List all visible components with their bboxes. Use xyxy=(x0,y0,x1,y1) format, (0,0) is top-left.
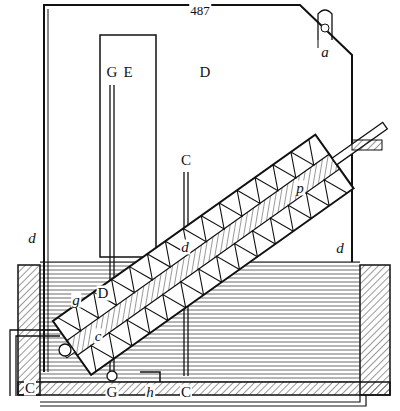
supply-pipe xyxy=(40,395,366,406)
chamber xyxy=(100,35,156,257)
pipe-label: C xyxy=(180,153,192,168)
gas-bell xyxy=(48,9,49,372)
outlet-pipe xyxy=(10,330,60,396)
gauge-label: a xyxy=(320,45,330,60)
pressure-gauge xyxy=(318,10,332,40)
tank-bottom xyxy=(18,382,390,395)
level-label: d xyxy=(27,231,37,246)
tank-wall xyxy=(360,265,390,395)
part-label: c xyxy=(94,329,103,344)
valve xyxy=(107,371,117,381)
pipe-label: C xyxy=(180,385,192,400)
part-label: E xyxy=(122,65,133,80)
pipe-label: C xyxy=(24,381,36,396)
part-label: D xyxy=(199,65,212,80)
pipe-label: G xyxy=(106,65,119,80)
level-label: d xyxy=(335,241,345,256)
pipe xyxy=(140,372,160,382)
pipe-label: G xyxy=(106,385,119,400)
part-label: p xyxy=(295,181,305,196)
screw-blade xyxy=(58,139,347,371)
screw-cylinder xyxy=(45,99,400,381)
part-label: D xyxy=(97,286,110,301)
level-label: d xyxy=(180,240,190,255)
figure-number: 487 xyxy=(189,4,211,17)
valve xyxy=(59,344,71,356)
pressure-gauge xyxy=(318,40,319,48)
part-label: g xyxy=(71,293,81,308)
bearing xyxy=(352,140,382,150)
part-label: h xyxy=(145,385,155,400)
pressure-gauge xyxy=(321,24,329,32)
